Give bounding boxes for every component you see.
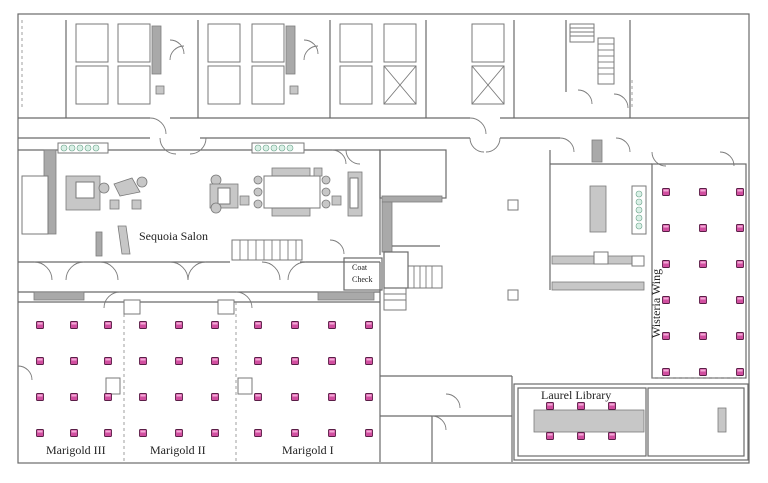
seat-marker-highlight: [255, 394, 261, 397]
seat-markers: [36, 188, 744, 440]
seat-marker-highlight: [366, 358, 372, 361]
seat-marker-highlight: [700, 297, 706, 300]
seat-marker-highlight: [329, 430, 335, 433]
seat-marker-highlight: [737, 189, 743, 192]
seat-marker-highlight: [140, 430, 146, 433]
seat-marker-highlight: [292, 358, 298, 361]
seat-marker-highlight: [329, 394, 335, 397]
seat-marker-highlight: [212, 394, 218, 397]
seat-marker-highlight: [700, 261, 706, 264]
seat-marker-highlight: [176, 430, 182, 433]
seat-marker-highlight: [37, 394, 43, 397]
seat-marker-highlight: [292, 322, 298, 325]
seat-marker-highlight: [737, 297, 743, 300]
seat-marker-highlight: [663, 297, 669, 300]
seat-marker-highlight: [609, 403, 615, 406]
seat-marker-highlight: [737, 225, 743, 228]
coat-check-label-line1: Coat: [352, 263, 368, 272]
seat-marker-highlight: [366, 394, 372, 397]
seat-marker-highlight: [292, 394, 298, 397]
seat-marker-highlight: [663, 369, 669, 372]
seat-marker-highlight: [212, 430, 218, 433]
seat-marker-highlight: [737, 333, 743, 336]
seat-marker-highlight: [609, 433, 615, 436]
seat-marker-highlight: [663, 225, 669, 228]
seat-marker-highlight: [329, 358, 335, 361]
laurel-library: Laurel Library: [513, 383, 749, 461]
marigold-i-label: Marigold I: [282, 443, 334, 457]
sequoia-salon: Sequoia Salon: [18, 137, 381, 263]
seat-marker-highlight: [71, 394, 77, 397]
seat-marker-highlight: [663, 261, 669, 264]
seat-marker-highlight: [105, 430, 111, 433]
seat-marker-highlight: [700, 189, 706, 192]
seat-marker-highlight: [700, 333, 706, 336]
seat-marker-highlight: [140, 322, 146, 325]
laurel-library-label: Laurel Library: [541, 388, 611, 402]
marigold-iii-label: Marigold III: [46, 443, 106, 457]
seat-marker-highlight: [105, 358, 111, 361]
coat-check: Coat Check: [343, 257, 383, 291]
seat-marker-highlight: [700, 369, 706, 372]
seat-marker-highlight: [140, 394, 146, 397]
seat-marker-highlight: [366, 430, 372, 433]
seat-marker-highlight: [292, 430, 298, 433]
seat-marker-highlight: [255, 322, 261, 325]
seat-marker-highlight: [37, 358, 43, 361]
seat-marker-highlight: [663, 189, 669, 192]
seat-marker-highlight: [578, 403, 584, 406]
seat-marker-highlight: [700, 225, 706, 228]
seat-marker-highlight: [71, 430, 77, 433]
marigold-rooms: Marigold III Marigold II Marigold I: [17, 261, 381, 462]
seat-marker-highlight: [366, 322, 372, 325]
seat-marker-highlight: [578, 433, 584, 436]
wisteria-wing: Wisteria Wing: [649, 163, 747, 379]
seat-marker-highlight: [37, 430, 43, 433]
central-hall: [379, 149, 519, 462]
seat-marker-highlight: [329, 322, 335, 325]
seat-marker-highlight: [737, 261, 743, 264]
seat-marker-highlight: [255, 430, 261, 433]
building-outline: [17, 13, 750, 464]
marigold-ii-label: Marigold II: [150, 443, 206, 457]
seat-marker-highlight: [140, 358, 146, 361]
seat-marker-highlight: [176, 322, 182, 325]
seat-marker-highlight: [547, 433, 553, 436]
service-block-right: [549, 137, 735, 291]
seat-marker-highlight: [663, 333, 669, 336]
seat-marker-highlight: [71, 358, 77, 361]
seat-marker-highlight: [212, 358, 218, 361]
sequoia-salon-label: Sequoia Salon: [139, 229, 208, 243]
seat-marker-highlight: [105, 322, 111, 325]
wisteria-wing-label: Wisteria Wing: [649, 269, 663, 338]
seat-marker-highlight: [176, 394, 182, 397]
seat-marker-highlight: [212, 322, 218, 325]
seat-marker-highlight: [71, 322, 77, 325]
seat-marker-highlight: [547, 403, 553, 406]
seat-marker-highlight: [37, 322, 43, 325]
seat-marker-highlight: [105, 394, 111, 397]
service-core: [18, 20, 749, 153]
seat-marker-highlight: [176, 358, 182, 361]
seat-marker-highlight: [737, 369, 743, 372]
coat-check-label-line2: Check: [352, 275, 372, 284]
seat-marker-highlight: [255, 358, 261, 361]
